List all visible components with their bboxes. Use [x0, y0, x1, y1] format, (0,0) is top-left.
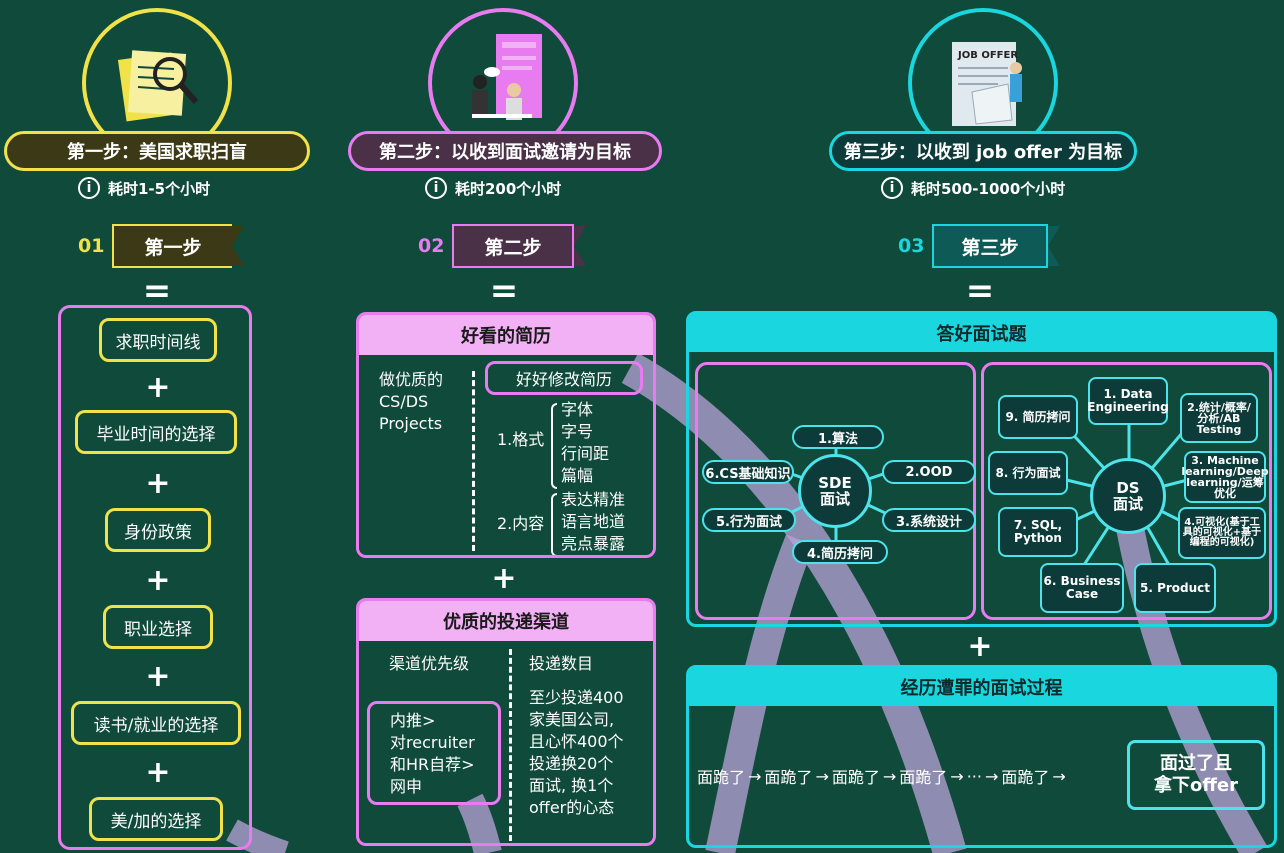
info-icon: i — [425, 177, 447, 199]
sde-node-ood: 2.OOD — [882, 460, 976, 484]
plus-icon: + — [491, 561, 517, 596]
ds-node-data-engineering: 1. Data Engineering — [1087, 377, 1169, 425]
sde-node-cs-basics: 6.CS基础知识 — [702, 460, 794, 484]
process-box: 经历遭罪的面试过程 面跪了 → 面跪了 → 面跪了 → 面跪了 → ··· → … — [686, 665, 1277, 848]
sde-center: SDE 面试 — [798, 454, 872, 528]
step3-tag-label: 第三步 — [932, 224, 1048, 268]
ds-node-statistics: 2.统计/概率/分析/AB Testing — [1180, 393, 1258, 443]
plus-icon: + — [967, 629, 993, 664]
search-documents-icon — [117, 50, 199, 122]
plus-icon: + — [145, 466, 171, 501]
content-brace — [551, 493, 557, 555]
step1-tag: 01 第一步 — [78, 224, 244, 268]
step3-title: 第三步：以收到 job offer 为目标 — [829, 131, 1137, 171]
interview-board-icon — [472, 34, 542, 120]
ds-node-visualization: 4.可视化(基于工具的可视化+基于编程的可视化) — [1178, 507, 1266, 559]
projects-text: 做优质的 CS/DS Projects — [379, 370, 444, 433]
arrow-icon: → — [950, 766, 964, 786]
step1-checklist: 求职时间线 + 毕业时间的选择 + 身份政策 + 职业选择 + 读书/就业的选择… — [58, 305, 252, 850]
step2-tag-label: 第二步 — [452, 224, 574, 268]
step3-duration: i 耗时500-1000个小时 — [881, 177, 1065, 199]
ds-node-sql-python: 7. SQL, Python — [998, 507, 1078, 557]
sde-node-resume: 4.简历拷问 — [792, 540, 888, 564]
channel-box: 优质的投递渠道 渠道优先级 投递数目 内推> 对recruiter 和HR自荐>… — [356, 598, 656, 846]
ds-node-behavioral: 8. 行为面试 — [988, 451, 1068, 495]
ds-center: DS 面试 — [1090, 458, 1166, 534]
ds-node-resume: 9. 简历拷问 — [998, 395, 1078, 439]
step1-item-career: 职业选择 — [103, 605, 213, 649]
ribbon-tail — [1048, 226, 1060, 266]
ribbon-tail — [232, 226, 244, 266]
resume-header: 好看的简历 — [359, 315, 653, 355]
ds-node-machine-learning: 3. Machine learning/Deep learning/运筹优化 — [1181, 451, 1269, 503]
format-brace — [551, 403, 557, 489]
step1-title: 第一步：美国求职扫盲 — [4, 131, 310, 171]
content-label: 2.内容 — [497, 514, 545, 533]
step1-item-visa: 身份政策 — [105, 508, 211, 552]
priority-items: 内推> 对recruiter 和HR自荐> 网申 — [367, 701, 501, 805]
count-label: 投递数目 — [529, 654, 594, 673]
dashed-divider — [472, 371, 475, 551]
info-icon: i — [78, 177, 100, 199]
sde-node-system-design: 3.系统设计 — [882, 508, 976, 532]
count-items: 至少投递400 家美国公司, 且心怀400个 投递换20个 面试, 换1个 of… — [529, 688, 624, 817]
resume-box: 好看的简历 做优质的 CS/DS Projects 好好修改简历 1.格式 字体… — [356, 312, 656, 558]
step1-duration: i 耗时1-5个小时 — [78, 177, 210, 199]
dashed-divider — [509, 649, 512, 841]
interview-header: 答好面试题 — [689, 314, 1274, 352]
content-items: 表达精准 语言地道 亮点暴露 — [561, 490, 626, 553]
plus-icon: + — [145, 659, 171, 694]
format-label: 1.格式 — [497, 430, 545, 449]
channel-header: 优质的投递渠道 — [359, 601, 653, 641]
step2-duration: i 耗时200个小时 — [425, 177, 561, 199]
step1-item-graduation: 毕业时间的选择 — [75, 410, 237, 454]
step3-equals: = — [965, 271, 995, 311]
format-items: 字体 字号 行间距 篇幅 — [561, 400, 610, 485]
info-icon: i — [881, 177, 903, 199]
priority-label: 渠道优先级 — [389, 654, 470, 673]
step1-equals: = — [142, 271, 172, 311]
step2-title: 第二步：以收到面试邀请为目标 — [348, 131, 662, 171]
job-offer-icon: JOB OFFER — [952, 42, 1022, 126]
sde-node-behavioral: 5.行为面试 — [702, 508, 796, 532]
arrow-icon: → — [815, 766, 829, 786]
step2-equals: = — [489, 271, 519, 311]
arrow-icon: → — [748, 766, 762, 786]
job-offer-text: JOB OFFER — [957, 50, 1018, 61]
step3-tag: 03 第三步 — [898, 224, 1060, 268]
plus-icon: + — [145, 370, 171, 405]
step1-item-us-canada: 美/加的选择 — [89, 797, 223, 841]
sde-panel: SDE 面试 1.算法 2.OOD 3.系统设计 4.简历拷问 5.行为面试 6… — [695, 362, 976, 620]
ribbon-tail — [574, 226, 586, 266]
step1-item-study-work: 读书/就业的选择 — [71, 701, 241, 745]
ds-node-product: 5. Product — [1134, 563, 1216, 613]
arrow-icon: → — [984, 766, 999, 786]
step1-item-timeline: 求职时间线 — [99, 318, 217, 362]
sde-node-algorithm: 1.算法 — [792, 425, 884, 449]
step1-tag-label: 第一步 — [112, 224, 232, 268]
process-flow: 面跪了 → 面跪了 → 面跪了 → 面跪了 → ··· → 面跪了 → — [697, 766, 1066, 788]
result-box: 面过了且 拿下offer — [1127, 740, 1265, 810]
step2-tag: 02 第二步 — [418, 224, 586, 268]
ds-node-business-case: 6. Business Case — [1040, 563, 1124, 613]
process-header: 经历遭罪的面试过程 — [689, 668, 1274, 706]
arrow-icon: → — [1052, 766, 1066, 786]
plus-icon: + — [145, 755, 171, 790]
ds-panel: DS 面试 1. Data Engineering 2.统计/概率/分析/AB … — [981, 362, 1272, 620]
interview-box: 答好面试题 SDE 面试 1.算法 2.OOD 3.系统设计 4.简历拷问 5.… — [686, 311, 1277, 627]
arrow-icon: → — [882, 766, 897, 786]
plus-icon: + — [145, 563, 171, 598]
revise-resume-box: 好好修改简历 — [485, 361, 643, 395]
